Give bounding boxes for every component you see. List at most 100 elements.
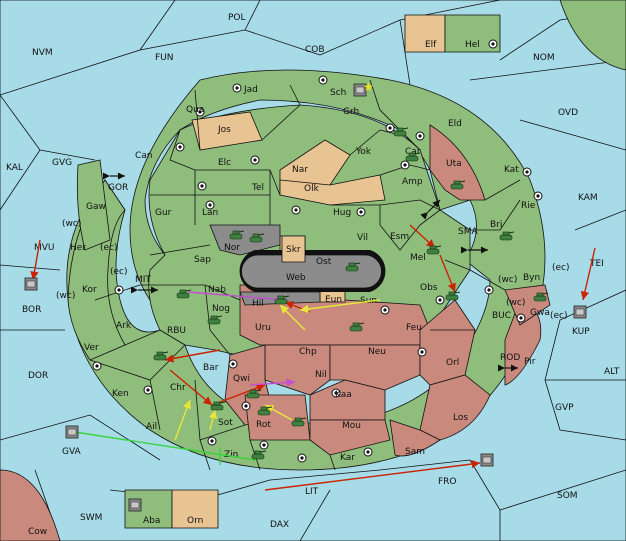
army-unit-icon[interactable]: [257, 406, 273, 416]
supply-center-dot: [210, 439, 214, 443]
label-sot: Sot: [218, 418, 233, 428]
label-hil: Hil: [252, 299, 264, 309]
supply-center-dot: [420, 350, 424, 354]
label-gwa-wc: (wc): [506, 298, 525, 308]
army-unit-icon[interactable]: [229, 230, 245, 240]
label-ail: Ail: [146, 422, 157, 432]
label-can: Can: [135, 151, 153, 161]
label-mel: Mel: [410, 253, 426, 263]
territory-gaw[interactable]: [76, 159, 111, 251]
territory-rot[interactable]: [244, 394, 311, 441]
army-unit-icon[interactable]: [405, 152, 421, 162]
fleet-unit-icon[interactable]: [353, 83, 367, 97]
army-unit-icon[interactable]: [207, 315, 223, 325]
territory-skr-top[interactable]: [281, 235, 306, 263]
army-unit-icon[interactable]: [445, 291, 461, 301]
label-kor-ec: (ec): [110, 267, 128, 277]
order-gva-convoy: [74, 431, 256, 461]
supply-center-dot: [198, 110, 202, 114]
label-pir: Pir: [524, 357, 536, 367]
army-unit-icon[interactable]: [274, 295, 290, 305]
order-esm: [409, 224, 436, 249]
label-byn-ec: (ec): [552, 263, 570, 273]
label-orn: Orn: [187, 516, 203, 526]
army-unit-icon[interactable]: [393, 127, 409, 137]
label-nar: Nar: [292, 165, 308, 175]
supply-center-dot: [300, 456, 304, 460]
army-unit-icon[interactable]: [499, 231, 515, 241]
label-buc: BUC: [492, 311, 511, 321]
army-unit-icon[interactable]: [426, 245, 442, 255]
central-plateau: [241, 254, 382, 289]
label-kup: KUP: [572, 327, 590, 337]
label-nvm: NVM: [32, 48, 53, 58]
army-unit-icon[interactable]: [533, 292, 549, 302]
territory-kaa[interactable]: [309, 379, 386, 421]
army-unit-icon[interactable]: [450, 180, 466, 190]
order-bar: [164, 349, 221, 363]
supply-center-dot: [117, 288, 121, 292]
label-dor: DOR: [28, 371, 48, 381]
label-qua: Qua: [186, 105, 204, 115]
label-alt: ALT: [604, 367, 620, 377]
order-qwi-support: [249, 378, 296, 387]
fleet-unit-icon[interactable]: [128, 498, 142, 512]
label-skr: Skr: [286, 245, 301, 255]
fleet-unit-icon[interactable]: [480, 453, 494, 467]
label-nab: Nab: [208, 285, 226, 295]
army-unit-icon[interactable]: [349, 322, 365, 332]
territory-hel[interactable]: [444, 14, 501, 53]
army-unit-icon[interactable]: [246, 389, 262, 399]
label-mit: MIT: [135, 275, 151, 285]
label-jad: Jad: [243, 85, 258, 95]
territory-uta[interactable]: [429, 124, 486, 201]
supply-center-dot: [359, 210, 363, 214]
army-unit-icon[interactable]: [210, 401, 226, 411]
army-unit-icon[interactable]: [345, 262, 361, 272]
label-rot: Rot: [256, 420, 271, 430]
order-tei: [580, 247, 596, 301]
label-tel: Tel: [251, 183, 264, 193]
label-qwi: Qwi: [233, 374, 250, 384]
army-unit-icon[interactable]: [249, 233, 265, 243]
supply-centers: [92, 39, 543, 463]
army-unit-icon[interactable]: [251, 450, 267, 460]
order-sot: [211, 384, 266, 406]
order-sun-support: [299, 299, 381, 314]
army-unit-icon[interactable]: [153, 351, 169, 361]
label-gaw: Gaw: [86, 202, 106, 212]
army-unit-icon[interactable]: [291, 417, 307, 427]
territory-orn[interactable]: [171, 489, 219, 529]
order-nab-support: [187, 291, 286, 304]
order-ail-support: [174, 399, 191, 441]
fleet-unit-icon[interactable]: [65, 425, 79, 439]
supply-center-dot: [178, 145, 182, 149]
supply-center-dot: [95, 364, 99, 368]
label-ost: Ost: [316, 257, 332, 267]
order-uru-support: [279, 304, 306, 331]
label-rie: Rie: [521, 201, 536, 211]
label-hug: Hug: [333, 208, 351, 218]
supply-center-dot: [383, 308, 387, 312]
order-sot-support: [208, 409, 218, 431]
army-unit-icon[interactable]: [176, 289, 192, 299]
order-mel: [439, 254, 456, 293]
supply-center-dot: [418, 134, 422, 138]
label-kaa: Kaa: [335, 390, 352, 400]
label-ark: Ark: [116, 321, 132, 331]
label-eld: Eld: [448, 119, 462, 129]
territory-sam[interactable]: [389, 419, 441, 457]
fleet-unit-icon[interactable]: [24, 277, 38, 291]
label-gur: Gur: [155, 208, 172, 218]
label-rbu: RBU: [167, 326, 186, 336]
label-cob: COB: [305, 45, 325, 55]
supply-center-dot: [200, 184, 204, 188]
label-her: Her: [70, 243, 86, 253]
label-nor: Nor: [224, 243, 240, 253]
label-gor: GOR: [108, 183, 128, 193]
label-yok: Yok: [355, 147, 372, 157]
label-mvu: MVU: [34, 243, 55, 253]
fleet-unit-icon[interactable]: [573, 305, 587, 319]
